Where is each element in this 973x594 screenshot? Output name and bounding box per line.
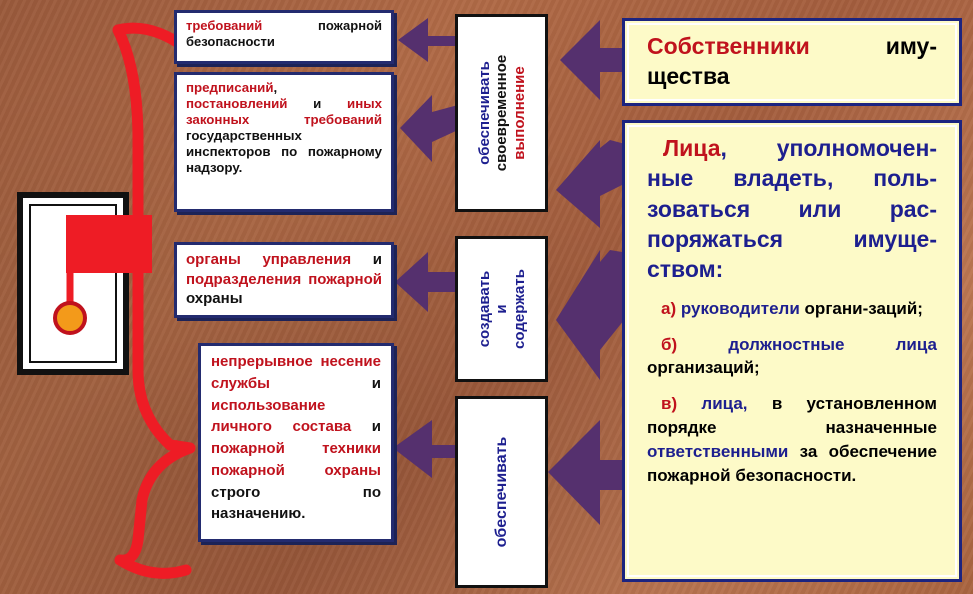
owners-tail: иму-: [885, 33, 937, 59]
arrow-owners: [560, 20, 622, 100]
brace-tip: [176, 440, 196, 452]
req-rest: пожарной безопасности: [186, 18, 382, 49]
vbox-ensure-timely: обеспечивать своевременное выполнение: [455, 14, 548, 212]
vbox-create-keep: создавать и содержать: [455, 236, 548, 382]
arrow-to-service: [393, 420, 455, 478]
arrow-to-orders: [400, 95, 458, 162]
box-orders: предписаний, постановлений и иных законн…: [174, 72, 394, 212]
box-persons: Лица, уполномочен-ные владеть, поль-зова…: [622, 120, 962, 582]
arrow-to-bodies: [395, 252, 455, 312]
box-fire-bodies: органы управления и подразделения пожарн…: [174, 242, 394, 318]
owners-line2: щества: [647, 63, 730, 90]
arrow-persons-2: [556, 250, 640, 380]
box-requirements: требований пожарной безопасности: [174, 10, 394, 64]
arrow-persons-1: [556, 140, 640, 228]
flag-ball: [53, 301, 87, 335]
vbox-ensure: обеспечивать: [455, 396, 548, 588]
arrow-to-req: [398, 18, 458, 62]
box-owners: Собственники иму- щества: [622, 18, 962, 106]
flag-red: [66, 215, 152, 273]
req-red: требований: [186, 18, 263, 33]
arrow-persons-3: [548, 420, 625, 525]
owners-word: Собственники: [647, 33, 810, 59]
curly-brace: [112, 22, 196, 579]
box-service: непрерывное несение службы и использован…: [198, 343, 394, 542]
